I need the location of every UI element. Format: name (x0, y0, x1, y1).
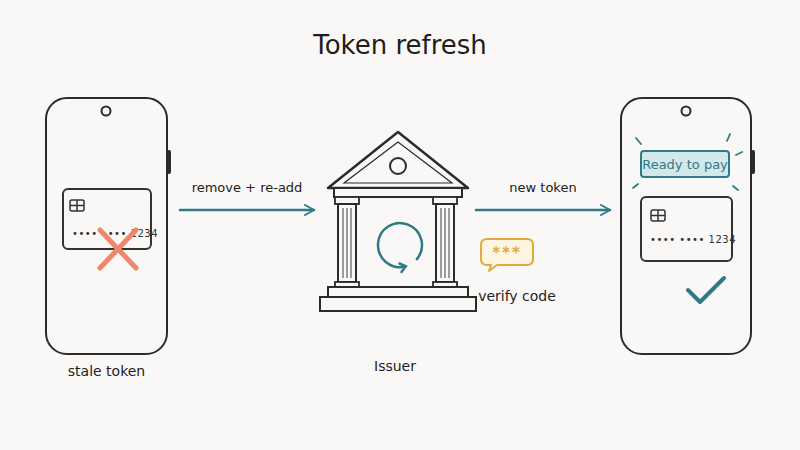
payment-card: •••• •••• 1234 (640, 196, 733, 262)
speech-bubble: ***verify code (480, 238, 534, 270)
diagram-title: Token refresh (0, 30, 800, 60)
card-number: •••• •••• 1234 (72, 228, 158, 239)
phone-frame: stale token•••• •••• 1234 (45, 97, 168, 355)
node-caption: stale token (0, 363, 236, 379)
card-number: •••• •••• 1234 (650, 234, 736, 245)
flow-arrow (180, 209, 314, 212)
phone-frame: Ready to pay •••• •••• 1234 (620, 97, 752, 355)
payment-card: •••• •••• 1234 (62, 188, 152, 250)
status-badge: Ready to pay (640, 150, 730, 178)
badge-text: Ready to pay (642, 152, 728, 176)
edge-label: new token (509, 180, 576, 195)
flow-arrow (476, 209, 610, 212)
sparkle-lines (633, 134, 742, 190)
phone-camera (682, 107, 691, 116)
edge-label: remove + re-add (192, 180, 303, 195)
node-caption: verify code (420, 288, 614, 304)
check-mark (688, 278, 724, 302)
phone-camera (102, 107, 111, 116)
card-chip (651, 210, 665, 221)
code-mask: *** (480, 241, 534, 265)
node-caption: Issuer (245, 358, 545, 374)
bank-building-outline (318, 128, 478, 320)
refresh-icon (378, 223, 422, 272)
bank-building: Issuer (318, 128, 478, 320)
cross-mark (100, 230, 136, 268)
card-chip (70, 200, 84, 211)
